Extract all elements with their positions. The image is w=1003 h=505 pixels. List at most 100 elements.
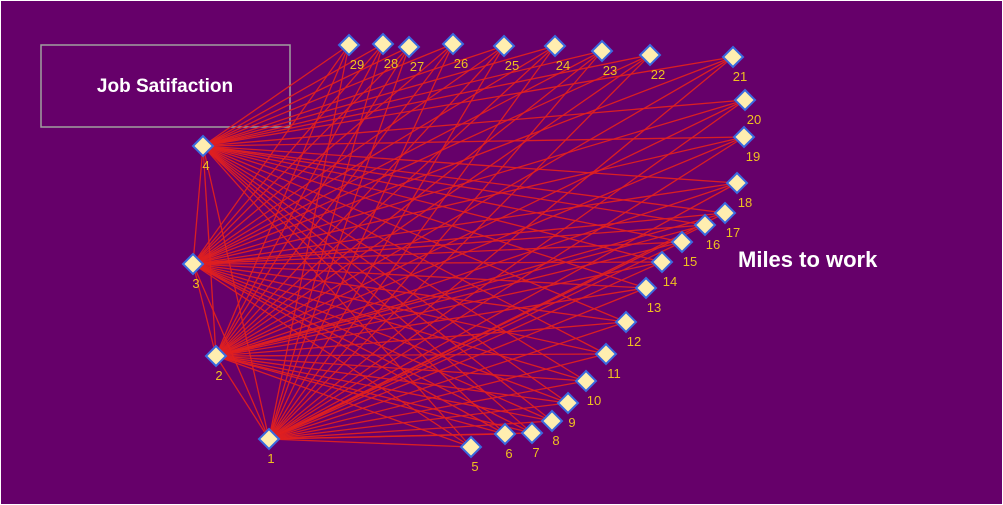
node-marker-14 (650, 250, 674, 274)
edge-2-25 (215, 45, 505, 357)
node-marker-10 (574, 369, 598, 393)
node-marker-4 (191, 134, 215, 158)
edge-4-10 (202, 145, 587, 382)
node-label-16: 16 (706, 237, 720, 252)
node-label-6: 6 (505, 446, 512, 461)
node-marker-11 (594, 342, 618, 366)
node-marker-25 (492, 34, 516, 58)
edge-4-16 (202, 145, 706, 226)
node-label-21: 21 (733, 69, 747, 84)
node-14[interactable]: 14 (650, 250, 677, 289)
node-10[interactable]: 10 (574, 369, 601, 408)
node-marker-29 (337, 33, 361, 57)
edge-1-13 (268, 287, 647, 440)
node-marker-12 (614, 310, 638, 334)
edge-2-5 (215, 355, 472, 448)
edge-3-6 (192, 263, 506, 435)
edge-2-13 (215, 287, 647, 357)
node-marker-8 (540, 409, 564, 433)
node-3[interactable]: 3 (181, 252, 205, 291)
edge-3-12 (192, 263, 627, 323)
edge-4-7 (202, 145, 533, 434)
node-label-27: 27 (410, 59, 424, 74)
edge-2-9 (215, 355, 569, 404)
node-19[interactable]: 19 (732, 125, 760, 164)
edge-4-28 (202, 43, 384, 147)
edge-3-25 (192, 45, 505, 265)
edge-4-19 (202, 136, 745, 147)
node-16[interactable]: 16 (693, 213, 720, 252)
node-2[interactable]: 2 (204, 344, 228, 383)
edge-1-12 (268, 321, 627, 440)
node-marker-1 (257, 427, 281, 451)
node-label-5: 5 (471, 459, 478, 474)
edge-2-16 (215, 224, 706, 357)
edge-1-20 (268, 99, 746, 440)
node-marker-27 (397, 35, 421, 59)
node-9[interactable]: 9 (556, 391, 580, 430)
node-22[interactable]: 22 (638, 43, 665, 82)
node-6[interactable]: 6 (493, 422, 517, 461)
node-marker-9 (556, 391, 580, 415)
edge-2-20 (215, 99, 746, 357)
node-23[interactable]: 23 (590, 39, 617, 78)
node-29[interactable]: 29 (337, 33, 364, 72)
edge-2-12 (215, 321, 627, 357)
edge-3-9 (192, 263, 569, 404)
node-label-4: 4 (202, 158, 209, 173)
edge-1-15 (268, 241, 683, 440)
node-15[interactable]: 15 (670, 230, 697, 269)
node-label-14: 14 (663, 274, 677, 289)
edge-2-11 (215, 353, 607, 357)
edge-1-9 (268, 402, 569, 440)
node-7[interactable]: 7 (520, 421, 544, 460)
node-5[interactable]: 5 (459, 435, 483, 474)
edge-2-6 (215, 355, 506, 435)
edge-3-10 (192, 263, 587, 382)
node-label-24: 24 (556, 58, 570, 73)
node-label-13: 13 (647, 300, 661, 315)
node-24[interactable]: 24 (543, 34, 570, 73)
edge-3-23 (192, 50, 603, 265)
node-12[interactable]: 12 (614, 310, 641, 349)
node-marker-5 (459, 435, 483, 459)
node-25[interactable]: 25 (492, 34, 519, 73)
node-label-15: 15 (683, 254, 697, 269)
node-13[interactable]: 13 (634, 276, 661, 315)
edge-4-24 (202, 45, 556, 147)
edge-4-17 (202, 145, 726, 214)
node-11[interactable]: 11 (594, 342, 621, 381)
edge-1-2 (215, 355, 270, 440)
node-8[interactable]: 8 (540, 409, 564, 448)
edge-4-21 (202, 56, 734, 147)
edge-4-22 (202, 54, 651, 147)
node-17[interactable]: 17 (713, 201, 740, 240)
node-21[interactable]: 21 (721, 45, 747, 84)
edge-1-14 (268, 261, 663, 440)
node-label-17: 17 (726, 225, 740, 240)
node-27[interactable]: 27 (397, 35, 424, 74)
edge-2-23 (215, 50, 603, 357)
node-28[interactable]: 28 (371, 32, 398, 71)
node-label-18: 18 (738, 195, 752, 210)
edge-4-14 (202, 145, 663, 263)
node-4[interactable]: 4 (191, 134, 215, 173)
edge-3-16 (192, 224, 706, 265)
axis-label: Miles to work (738, 247, 878, 272)
node-20[interactable]: 20 (733, 88, 761, 127)
edge-4-11 (202, 145, 607, 355)
edge-4-6 (202, 145, 506, 435)
edge-2-3 (192, 263, 217, 357)
edge-3-19 (192, 136, 745, 265)
edge-4-18 (202, 145, 738, 184)
node-18[interactable]: 18 (725, 171, 752, 210)
edge-2-15 (215, 241, 683, 357)
node-26[interactable]: 26 (441, 32, 468, 71)
node-1[interactable]: 1 (257, 427, 281, 466)
node-label-10: 10 (587, 393, 601, 408)
node-label-7: 7 (532, 445, 539, 460)
node-label-9: 9 (568, 415, 575, 430)
node-label-20: 20 (747, 112, 761, 127)
